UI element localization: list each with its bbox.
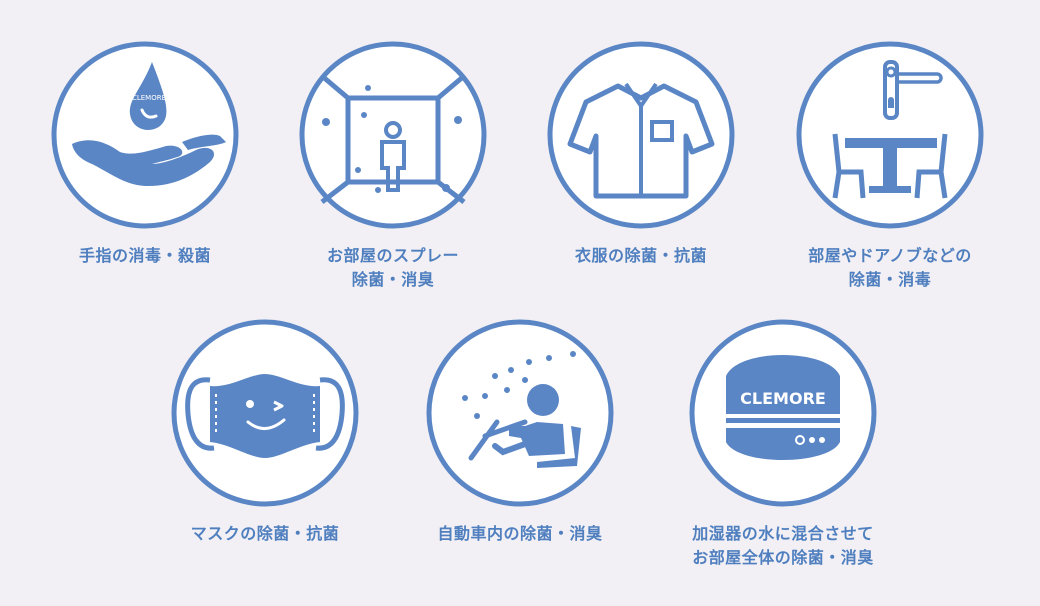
usage-caption: お部屋のスプレー 除菌・消臭 <box>326 246 459 289</box>
car-interior-icon <box>426 319 614 507</box>
brand-label: CLEMORE <box>132 94 166 102</box>
usage-hand-sanitizing: CLEMORE 手指の消毒・殺菌 <box>25 40 265 268</box>
usage-room-door: 部屋やドアノブなどの 除菌・消毒 <box>770 40 1010 292</box>
usage-caption: 衣服の除菌・抗菌 <box>574 246 707 265</box>
face-mask-icon <box>171 319 359 507</box>
usage-caption: 加湿器の水に混合させて お部屋全体の除菌・消臭 <box>692 524 874 567</box>
door-handle-table-icon <box>796 41 984 229</box>
brand-label: CLEMORE <box>740 389 826 408</box>
room-spray-icon <box>299 41 487 229</box>
usage-caption: 部屋やドアノブなどの 除菌・消毒 <box>808 246 972 289</box>
hand-sanitizer-drop-icon: CLEMORE <box>51 41 239 229</box>
usage-caption: 手指の消毒・殺菌 <box>78 246 211 265</box>
usage-mask: マスクの除菌・抗菌 <box>145 318 385 546</box>
usage-room-spray: お部屋のスプレー 除菌・消臭 <box>273 40 513 292</box>
usage-car: 自動車内の除菌・消臭 <box>400 318 640 546</box>
usage-caption: マスクの除菌・抗菌 <box>190 524 340 543</box>
shirt-icon <box>547 41 735 229</box>
usage-humidifier: CLEMORE 加湿器の水に混合させて お部屋全体の除菌・消臭 <box>663 318 903 570</box>
usage-clothing: 衣服の除菌・抗菌 <box>521 40 761 268</box>
usage-caption: 自動車内の除菌・消臭 <box>437 524 603 543</box>
humidifier-icon: CLEMORE <box>689 319 877 507</box>
